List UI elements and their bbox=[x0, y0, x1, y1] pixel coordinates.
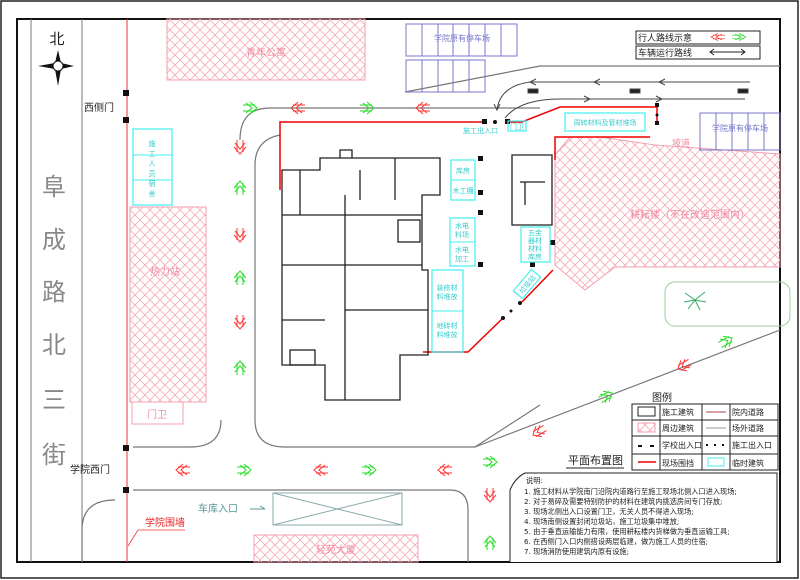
svg-text:三: 三 bbox=[42, 386, 66, 414]
west-side-gate-icon bbox=[123, 90, 129, 123]
svg-text:行人路线示意: 行人路线示意 bbox=[638, 32, 692, 44]
workers-dorm: 施 工 人 员 宿 舍 bbox=[132, 128, 173, 206]
site-entrance-label: 施工出入口 bbox=[463, 126, 498, 135]
svg-text:4. 现场南侧设置封闭垃圾站，施工垃圾集中堆放;: 4. 现场南侧设置封闭垃圾站，施工垃圾集中堆放; bbox=[524, 517, 679, 526]
svg-text:施工出入口: 施工出入口 bbox=[732, 440, 772, 450]
svg-text:北: 北 bbox=[42, 331, 66, 359]
plan-title: 平面布置图 bbox=[568, 454, 623, 467]
svg-text:水电: 水电 bbox=[455, 245, 469, 254]
wall-label: 学院围墙 bbox=[145, 516, 185, 529]
vehicle-route bbox=[493, 78, 750, 119]
qingyuan-label: 轻苑大厦 bbox=[316, 543, 356, 556]
svg-text:库房: 库房 bbox=[456, 166, 470, 175]
tree-icon bbox=[683, 291, 707, 311]
legend-table: 施工建筑 院内道路 周边建筑 场外道路 学校出入口 施工出入口 现场围挡 临时建… bbox=[631, 403, 779, 471]
svg-text:宿: 宿 bbox=[149, 179, 156, 188]
garbage-station: 垃圾站 bbox=[512, 268, 542, 300]
hardware-storage: 五金 器材 材料 库房 bbox=[520, 226, 551, 263]
guard-left bbox=[131, 401, 184, 425]
west-side-gate-label: 西侧门 bbox=[84, 101, 114, 114]
svg-text:3. 现场北侧出入口设置门卫，无关人员不得进入现场;: 3. 现场北侧出入口设置门卫，无关人员不得进入现场; bbox=[524, 507, 694, 516]
svg-text:料堆放: 料堆放 bbox=[437, 330, 458, 339]
notes-box: 说明: 1. 施工材料从学院南门沿院内道路行至施工现场北侧入口进入现场; 2. … bbox=[509, 472, 778, 562]
north-compass-icon: 北 bbox=[38, 30, 74, 86]
svg-text:北: 北 bbox=[49, 30, 64, 48]
youth-apartment-label: 青年公寓 bbox=[246, 46, 286, 59]
roads bbox=[81, 51, 781, 562]
svg-text:员: 员 bbox=[149, 170, 156, 178]
svg-text:施: 施 bbox=[149, 139, 156, 148]
legend-title: 图例 bbox=[652, 391, 672, 404]
garage-entrance-label: 车库入口 bbox=[198, 502, 238, 515]
qingyuan-building bbox=[253, 534, 419, 563]
route-legend: 行人路线示意 车辆运行路线 bbox=[635, 30, 761, 60]
west-main-gate-label: 学院西门 bbox=[70, 463, 110, 476]
svg-text:车辆运行路线: 车辆运行路线 bbox=[638, 47, 692, 59]
svg-text:6. 在西侧门入口内侧搭设两层临建，做为施工人员的住宿;: 6. 在西侧门入口内侧搭设两层临建，做为施工人员的住宿; bbox=[524, 537, 708, 546]
svg-text:料场: 料场 bbox=[455, 230, 469, 239]
gengyun-label: 耕耘楼（不在改造范围内） bbox=[630, 208, 750, 221]
svg-text:料堆放: 料堆放 bbox=[437, 292, 458, 301]
guard-left-label: 门卫 bbox=[147, 408, 167, 421]
ramp-label: 坡道 bbox=[672, 137, 690, 149]
svg-text:地砖材: 地砖材 bbox=[437, 321, 458, 330]
storage-carpentry: 库房 木工棚 bbox=[450, 159, 476, 201]
decoration-yard: 装修材 料堆放 地砖材 料堆放 bbox=[431, 269, 464, 353]
svg-text:加工: 加工 bbox=[455, 254, 469, 263]
west-main-gate-icon bbox=[123, 445, 129, 493]
svg-text:说明:: 说明: bbox=[526, 476, 543, 485]
parking-top bbox=[405, 23, 518, 93]
heat-station bbox=[129, 206, 207, 403]
svg-text:院内道路: 院内道路 bbox=[732, 407, 764, 417]
parking-right bbox=[699, 112, 781, 151]
svg-text:路: 路 bbox=[42, 278, 66, 306]
svg-text:木工棚: 木工棚 bbox=[453, 186, 474, 195]
svg-text:1. 施工材料从学院南门沿院内道路行至施工现场北侧入口进入现: 1. 施工材料从学院南门沿院内道路行至施工现场北侧入口进入现场; bbox=[524, 487, 737, 496]
electrical-yard: 水电 料场 水电 加工 bbox=[449, 217, 476, 267]
material-yard-label: 周转材料及管材堆场 bbox=[574, 118, 637, 127]
svg-text:五金: 五金 bbox=[528, 228, 542, 237]
svg-text:工: 工 bbox=[149, 150, 156, 158]
parking-right-label: 学院原有停车场 bbox=[712, 123, 768, 133]
youth-apartment bbox=[166, 18, 366, 81]
svg-text:场外道路: 场外道路 bbox=[732, 423, 764, 433]
svg-text:7. 现场消防使用建筑内原有设施;: 7. 现场消防使用建筑内原有设施; bbox=[524, 547, 629, 556]
svg-text:2. 对于易碎及需要特别防护的材料在建筑内挑选房间专门存放;: 2. 对于易碎及需要特别防护的材料在建筑内挑选房间专门存放; bbox=[524, 497, 722, 506]
svg-text:阜: 阜 bbox=[42, 173, 66, 201]
svg-text:临时建筑: 临时建筑 bbox=[732, 458, 764, 468]
svg-text:街: 街 bbox=[42, 441, 66, 469]
street-name: 阜 成 路 北 三 街 bbox=[42, 173, 66, 469]
svg-text:库房: 库房 bbox=[528, 252, 542, 261]
guard-top-label: 门卫 bbox=[510, 122, 524, 131]
svg-text:周边建筑: 周边建筑 bbox=[662, 423, 694, 433]
green-area bbox=[664, 281, 791, 327]
svg-text:成: 成 bbox=[42, 226, 66, 254]
construction-building bbox=[281, 149, 553, 401]
svg-text:人: 人 bbox=[149, 160, 156, 168]
svg-text:现场围挡: 现场围挡 bbox=[662, 458, 694, 468]
svg-text:装修材: 装修材 bbox=[437, 283, 458, 292]
svg-text:学校出入口: 学校出入口 bbox=[662, 440, 702, 450]
svg-text:材料: 材料 bbox=[528, 244, 542, 253]
heat-station-label: 热力站 bbox=[150, 265, 180, 278]
svg-text:施工建筑: 施工建筑 bbox=[662, 407, 694, 417]
svg-text:水电: 水电 bbox=[455, 221, 469, 230]
material-yard bbox=[564, 112, 646, 132]
guard-top bbox=[507, 120, 527, 132]
parking-top-label: 学院原有停车场 bbox=[434, 33, 490, 43]
garage-entrance bbox=[272, 492, 403, 526]
svg-text:器材: 器材 bbox=[528, 236, 542, 245]
svg-text:5. 由于垂直运输能力有限，使用耕耘楼内货梯做为垂直运输工具: 5. 由于垂直运输能力有限，使用耕耘楼内货梯做为垂直运输工具; bbox=[524, 527, 730, 536]
svg-text:舍: 舍 bbox=[149, 189, 156, 198]
construction-fence bbox=[279, 103, 659, 353]
